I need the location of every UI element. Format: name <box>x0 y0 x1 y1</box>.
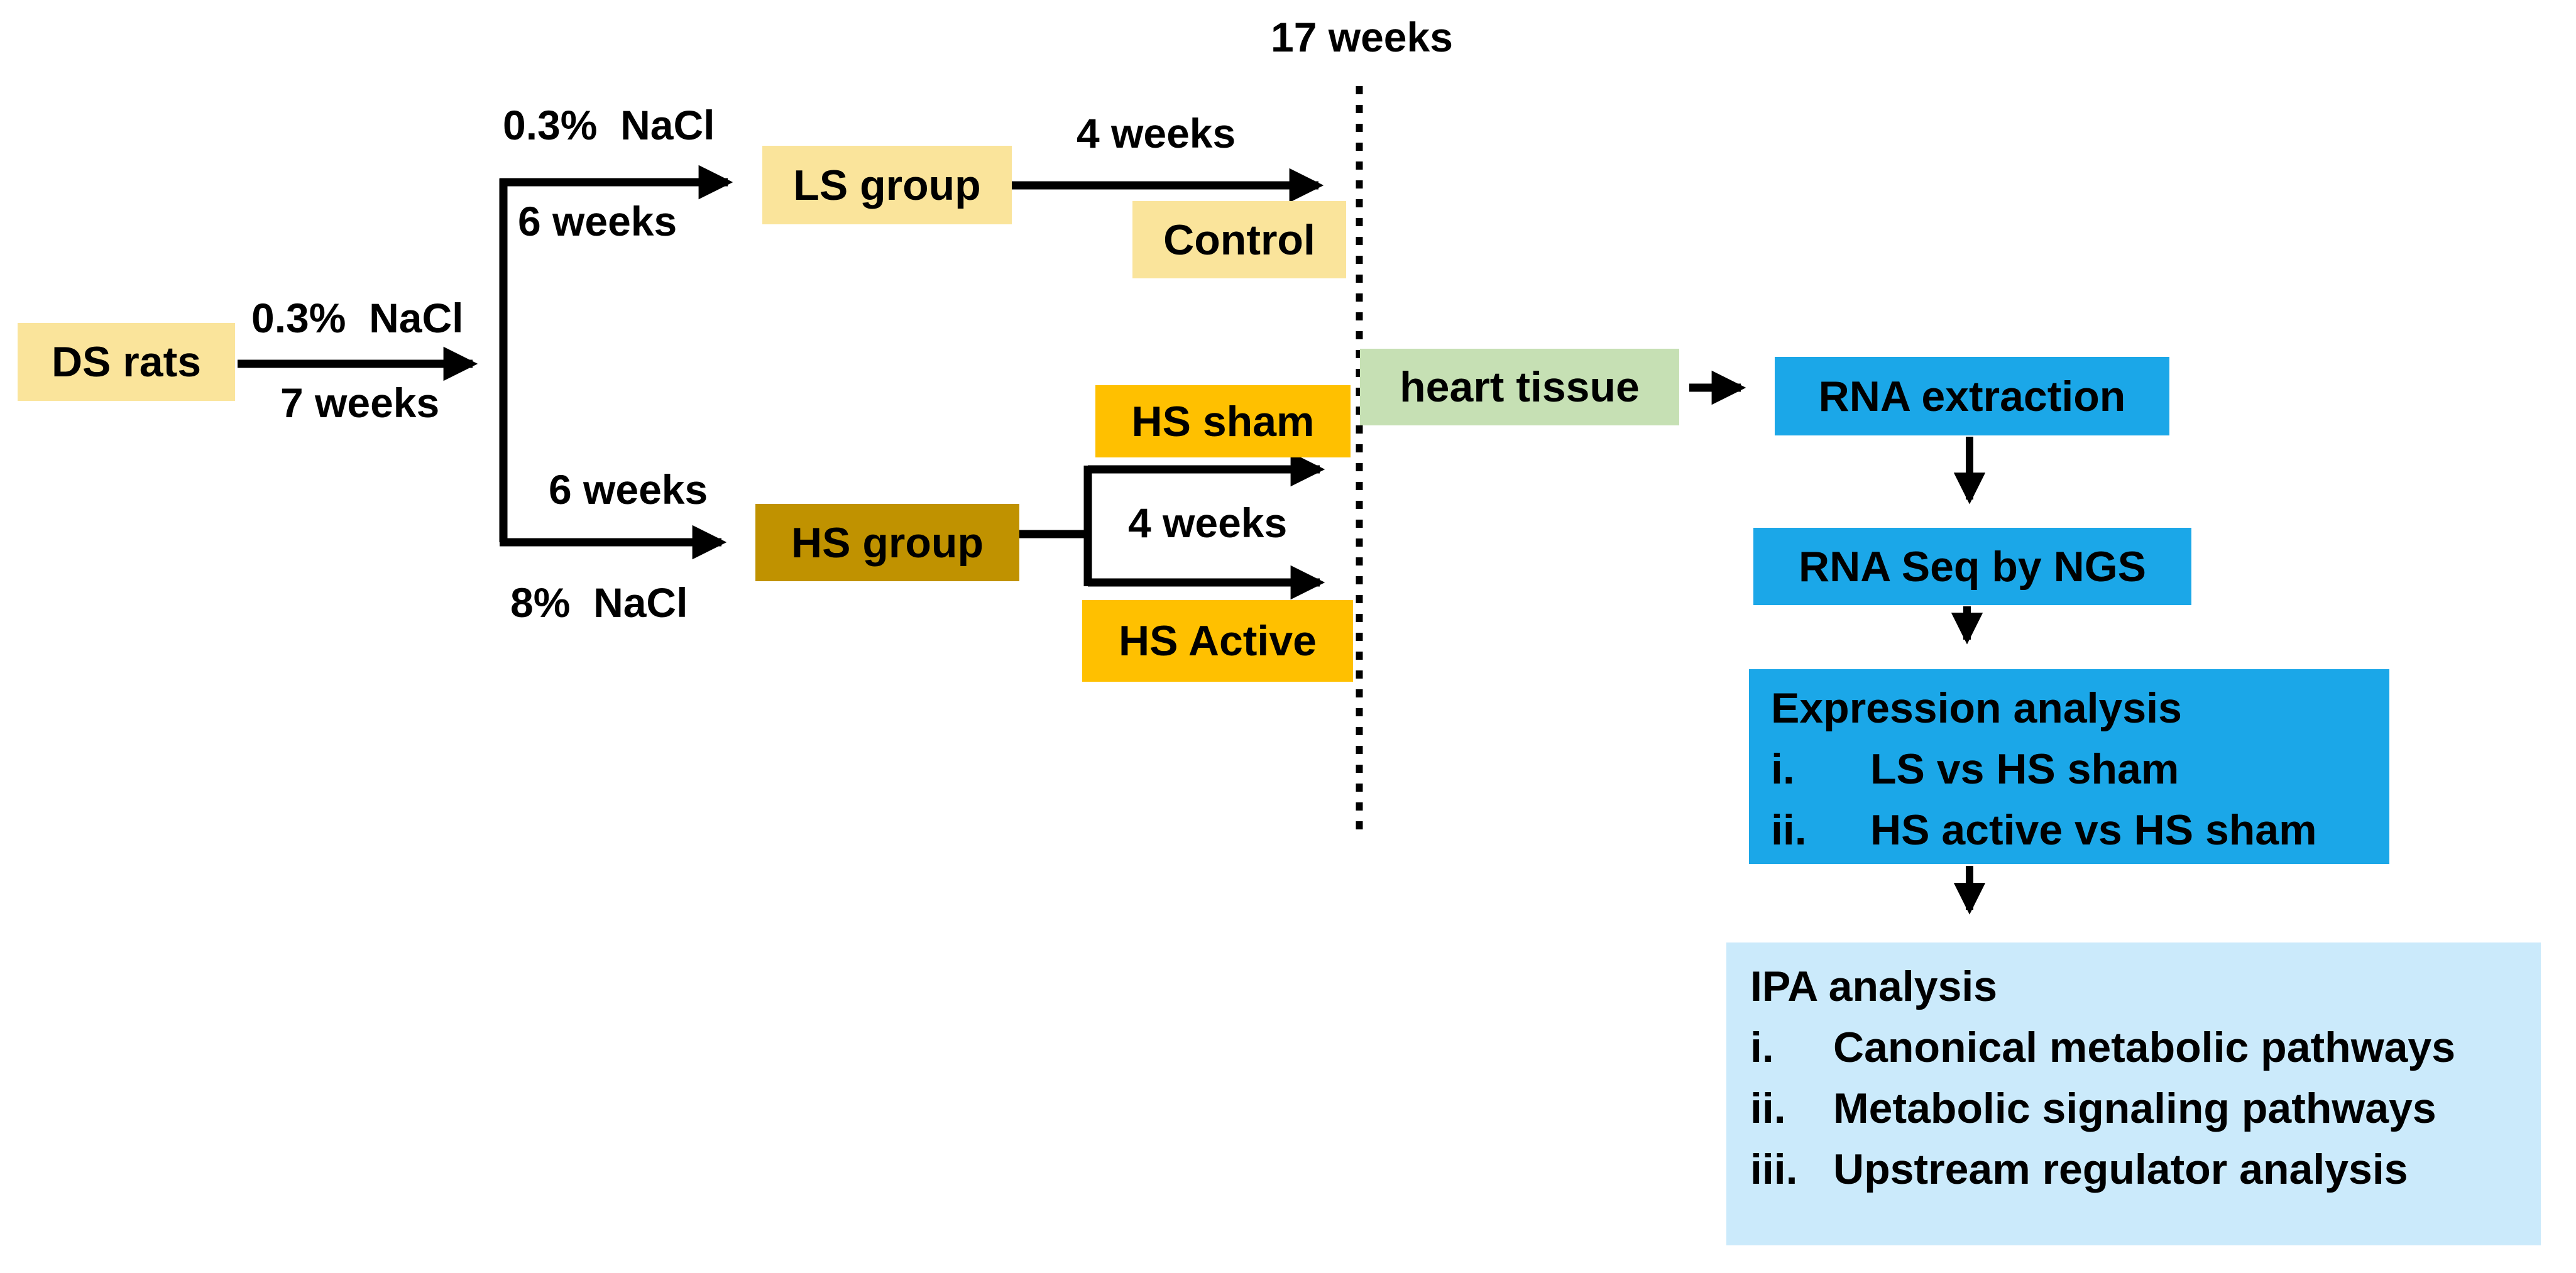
ipa-item-text: Upstream regulator analysis <box>1833 1145 2408 1193</box>
expression-item-text: LS vs HS sham <box>1870 745 2179 793</box>
expression-item: ii. HS active vs HS sham <box>1771 800 2389 861</box>
ipa-item-text: Canonical metabolic pathways <box>1833 1024 2456 1071</box>
node-ls-group: LS group <box>762 146 1012 224</box>
hs-diet-label: 8% NaCl <box>510 579 688 626</box>
ls-duration-label: 6 weeks <box>518 198 677 244</box>
node-ds-rats: DS rats <box>18 323 235 401</box>
ipa-title: IPA analysis <box>1750 963 1998 1010</box>
node-rna-seq: RNA Seq by NGS <box>1753 528 2191 605</box>
ipa-item: i. Canonical metabolic pathways <box>1750 1017 2541 1078</box>
expression-item-numeral: i. <box>1771 745 1795 793</box>
ls-diet-label: 0.3% NaCl <box>503 102 715 148</box>
node-hs-group: HS group <box>755 504 1019 581</box>
expression-item-numeral: ii. <box>1771 806 1807 854</box>
node-heart-tissue: heart tissue <box>1360 349 1679 425</box>
ipa-item-numeral: iii. <box>1750 1145 1798 1193</box>
node-rna-extraction: RNA extraction <box>1775 357 2169 435</box>
node-control: Control <box>1132 201 1346 278</box>
ipa-item-numeral: i. <box>1750 1024 1774 1071</box>
ds-diet-label: 0.3% NaCl <box>251 295 464 341</box>
expression-item-text: HS active vs HS sham <box>1870 806 2317 854</box>
ds-duration-label: 7 weeks <box>280 380 440 426</box>
hs-final-duration-label: 4 weeks <box>1128 500 1288 546</box>
ipa-item: ii. Metabolic signaling pathways <box>1750 1078 2541 1139</box>
node-hs-active: HS Active <box>1082 600 1353 682</box>
ls-final-duration-label: 4 weeks <box>1077 110 1236 156</box>
expression-title: Expression analysis <box>1771 684 2182 732</box>
timeline-label: 17 weeks <box>1271 14 1453 60</box>
ipa-item-numeral: ii. <box>1750 1085 1786 1132</box>
node-ipa-analysis: IPA analysis i. Canonical metabolic path… <box>1726 942 2541 1245</box>
ipa-item-text: Metabolic signaling pathways <box>1833 1085 2436 1132</box>
node-hs-sham: HS sham <box>1095 385 1351 457</box>
node-expression-analysis: Expression analysis i. LS vs HS sham ii.… <box>1749 669 2389 864</box>
expression-item: i. LS vs HS sham <box>1771 739 2389 800</box>
ipa-item: iii. Upstream regulator analysis <box>1750 1139 2541 1200</box>
hs-duration-label: 6 weeks <box>549 466 708 513</box>
